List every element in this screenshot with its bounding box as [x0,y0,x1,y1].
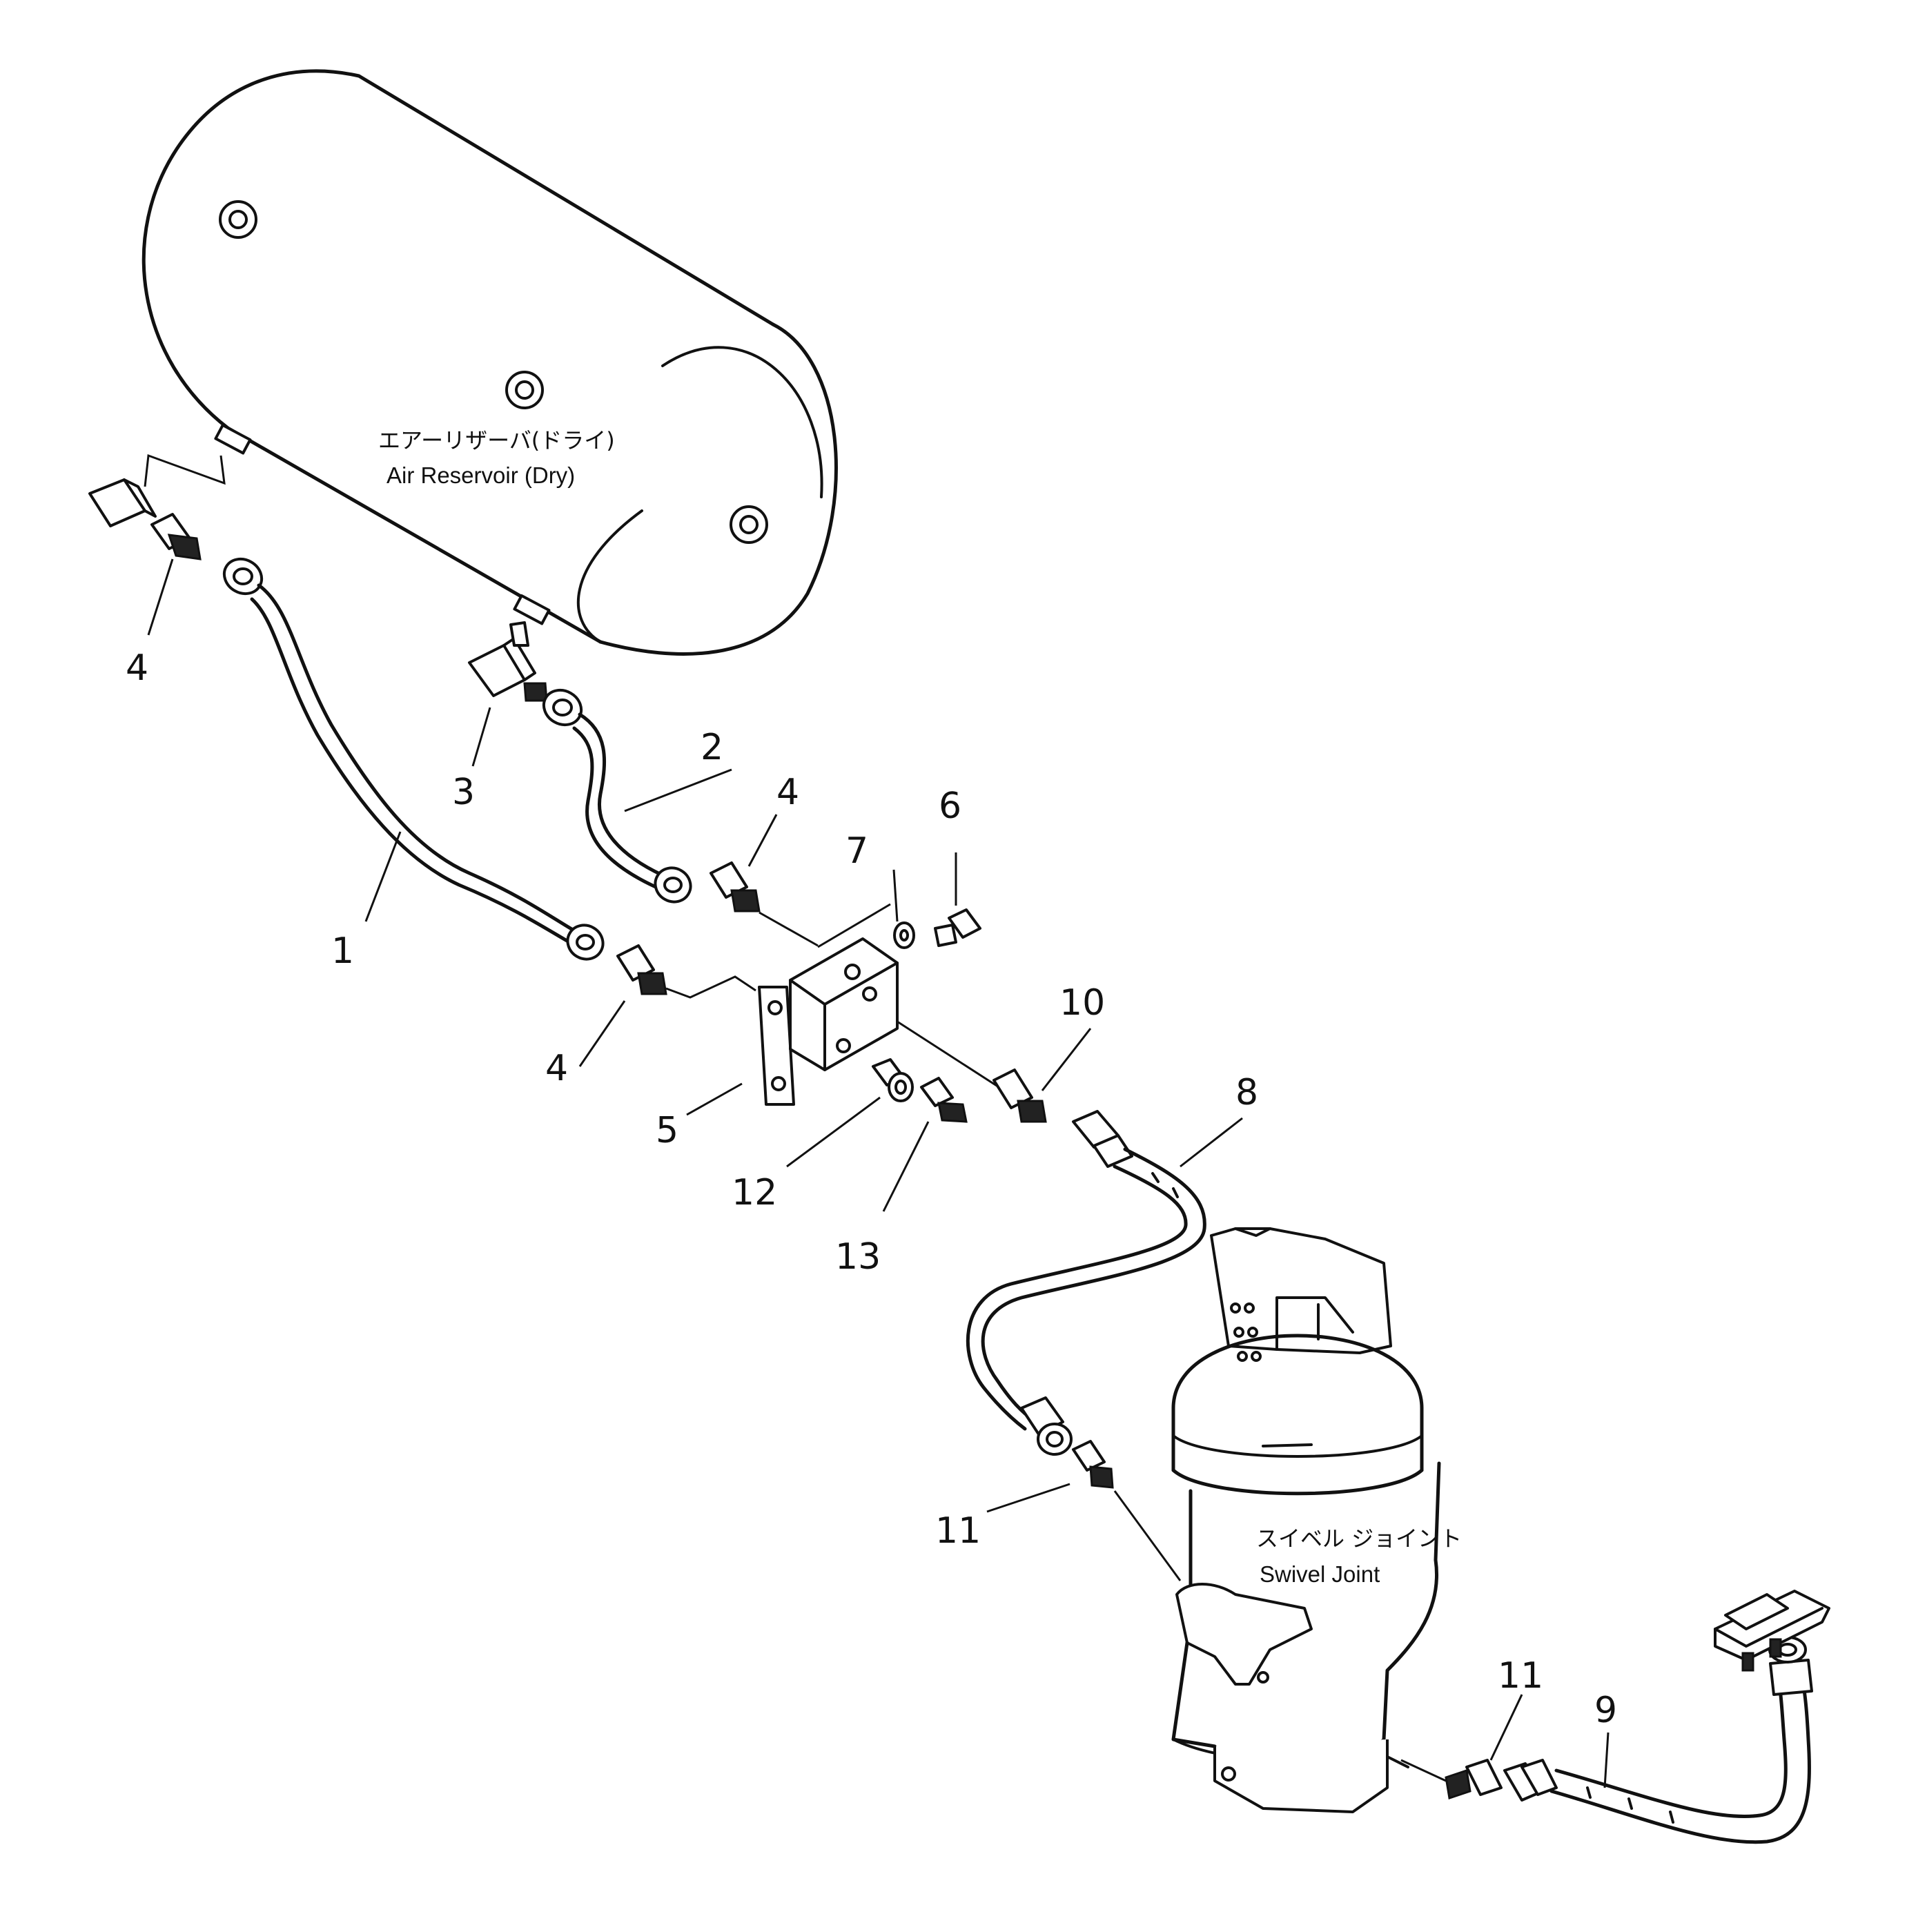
air-reservoir-label-jp: エアーリザーバ(ドライ) [378,427,615,453]
tank-bottom-boss-right [513,594,551,625]
tank-bottom-boss-left [214,423,252,455]
callout-5: 5 [656,1110,678,1151]
callout-4-lower: 4 [545,1048,568,1089]
fitting-13 [920,1077,968,1123]
pipe-1 [222,557,605,961]
fitting-11-upper [1072,1440,1114,1489]
fitting-4-upper [710,861,761,913]
tank-port-end [730,505,768,544]
fitting-4-lower [616,944,667,995]
fitting-11-lower [1445,1759,1503,1799]
callout-4-upper: 4 [776,772,799,813]
plug-12 [872,1058,914,1102]
fitting-4-left-thread [167,534,202,560]
callout-9: 9 [1594,1690,1617,1731]
pipe-2 [542,688,692,904]
hose-9 [1503,1636,1813,1844]
washer-7 [893,921,915,949]
callout-1: 1 [331,930,354,972]
plug-6 [934,908,981,947]
tank-port-mid [505,371,544,409]
callout-4-left: 4 [126,647,148,689]
swivel-joint [1171,1227,1441,1813]
callout-2: 2 [701,727,723,768]
callout-3: 3 [452,772,475,813]
callout-leaders [147,558,1610,1788]
left-elbow-fitting [88,453,226,560]
callout-12: 12 [732,1172,777,1213]
air-reservoir-tank [141,69,838,656]
swivel-joint-label-jp: スイベル ジョイント [1256,1525,1462,1552]
tank-port-top [219,200,257,239]
callout-10: 10 [1059,982,1105,1024]
block-5 [758,937,899,1106]
valve-bracket [1714,1590,1830,1672]
swivel-joint-label-en: Swivel Joint [1260,1561,1380,1587]
callout-6: 6 [939,786,961,827]
callout-11-lower: 11 [1498,1655,1543,1697]
fitting-10 [992,1069,1047,1123]
callout-13: 13 [835,1236,881,1278]
hose-8 [966,1110,1206,1456]
callout-8: 8 [1235,1072,1258,1113]
callout-11-upper: 11 [935,1510,981,1552]
elbow-3 [468,621,548,702]
callout-7: 7 [845,830,868,872]
air-reservoir-label-en: Air Reservoir (Dry) [387,462,575,488]
